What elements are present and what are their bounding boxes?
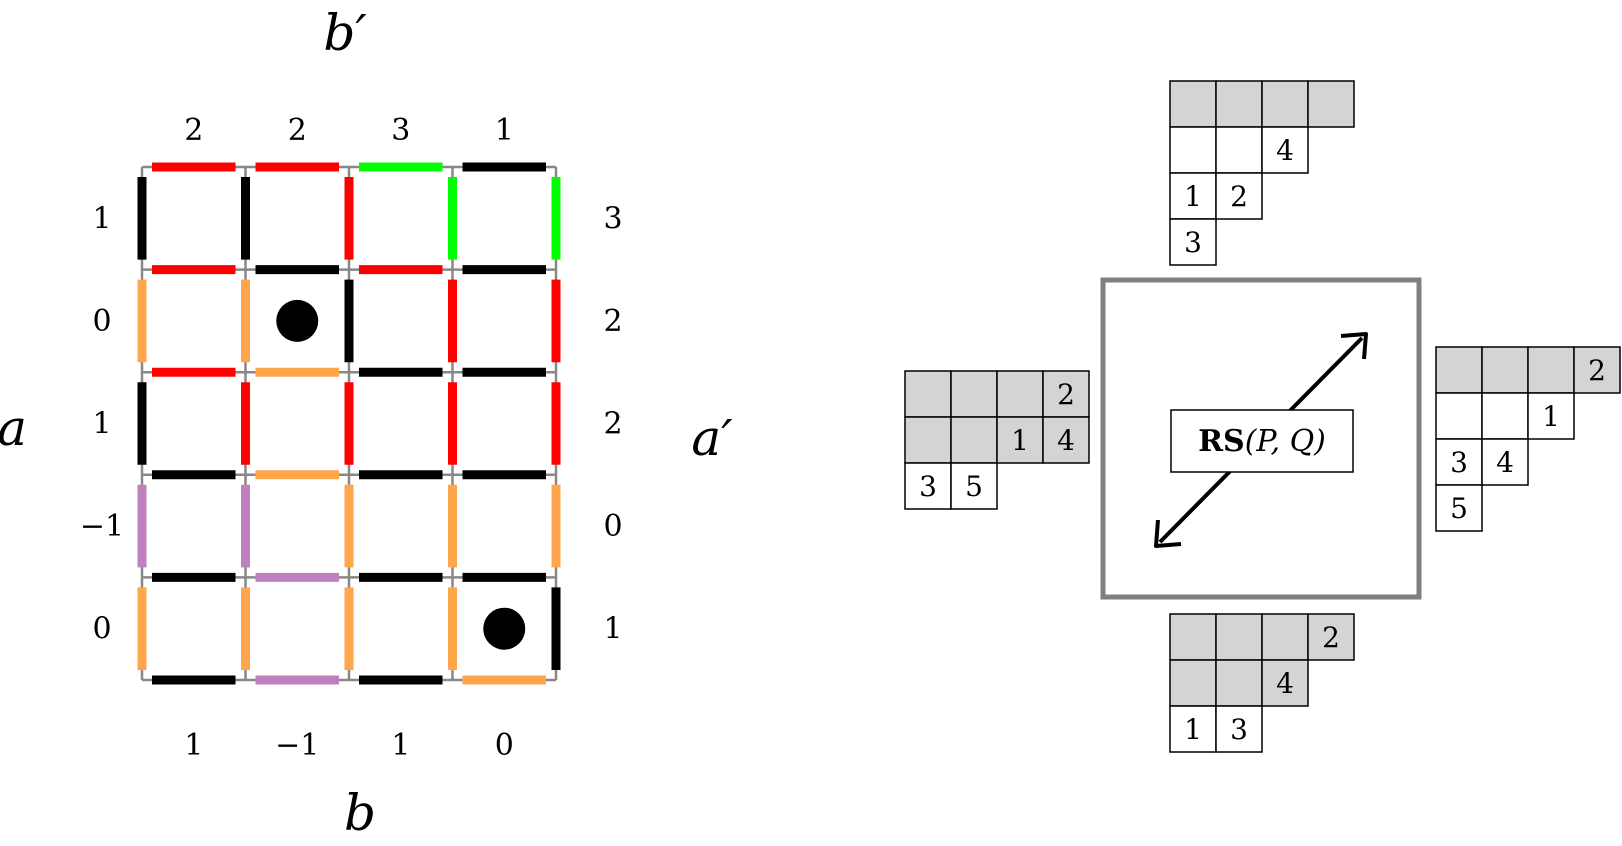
lattice-model: 2 2 3 1 1 −1 1 0 1 0 1 −1 0 3 2 2 0 1	[80, 113, 623, 763]
left-label: −1	[80, 509, 124, 544]
particle-dot	[276, 299, 319, 342]
tableau-cell	[1435, 392, 1483, 440]
tableau-cell	[1481, 392, 1529, 440]
cell-entry: 1	[1011, 424, 1029, 457]
rs-correspondence: RS(P, Q)	[1100, 277, 1422, 600]
bottom-label: −1	[275, 728, 319, 763]
shaded-cell	[1261, 659, 1309, 707]
top-label: 2	[184, 113, 203, 148]
tableau-cell	[1481, 438, 1529, 486]
cell-entry: 1	[1542, 400, 1560, 433]
rs-label-box	[1170, 409, 1354, 473]
shaded-cell	[1261, 80, 1309, 128]
shaded-cell	[1169, 659, 1217, 707]
right-label: 3	[603, 201, 622, 236]
shaded-cell	[1527, 346, 1575, 394]
cell-entry: 3	[1184, 226, 1202, 259]
shaded-cell	[1307, 80, 1355, 128]
axis-label-bottom: b	[344, 784, 376, 842]
cell-entry: 4	[1057, 424, 1075, 457]
shaded-cell	[950, 370, 998, 418]
cell-entry: 4	[1276, 134, 1294, 167]
shaded-cell	[996, 370, 1044, 418]
tableau-cell	[1169, 172, 1217, 220]
tableau-cell	[1215, 126, 1263, 174]
tableau-cell	[1169, 218, 1217, 266]
shaded-cell	[904, 416, 952, 464]
shaded-cell	[1169, 80, 1217, 128]
bottom-label: 0	[495, 728, 514, 763]
cell-entry: 5	[965, 470, 983, 503]
tableau-cell	[1435, 484, 1483, 532]
shaded-cell	[950, 416, 998, 464]
left-label: 0	[92, 612, 111, 647]
axis-label-top: b′	[323, 4, 367, 62]
lattice-labels: 2 2 3 1 1 −1 1 0 1 0 1 −1 0 3 2 2 0 1	[80, 113, 623, 763]
cell-entry: 3	[919, 470, 937, 503]
right-label: 2	[603, 407, 622, 442]
left-label: 0	[92, 304, 111, 339]
tableau-cell	[1215, 172, 1263, 220]
tableau-cell	[1261, 126, 1309, 174]
tableau-cell	[950, 462, 998, 510]
right-label: 0	[603, 509, 622, 544]
cell-entry: 3	[1230, 713, 1248, 746]
tableau-cell	[1169, 126, 1217, 174]
cell-entry: 5	[1450, 492, 1468, 525]
top-label: 3	[391, 113, 410, 148]
tableau-cell	[1215, 705, 1263, 753]
top-label: 1	[495, 113, 514, 148]
shaded-cell	[1481, 346, 1529, 394]
top-label: 2	[288, 113, 307, 148]
bottom-label: 1	[184, 728, 203, 763]
lattice-edges	[137, 162, 561, 685]
shaded-cell	[1042, 370, 1090, 418]
shaded-cell	[1435, 346, 1483, 394]
shaded-cell	[1573, 346, 1621, 394]
shaded-cell	[1215, 613, 1263, 661]
particle-dot	[483, 607, 526, 650]
left-label: 1	[92, 201, 111, 236]
left-label: 1	[92, 407, 111, 442]
cell-entry: 3	[1450, 446, 1468, 479]
cell-entry: 2	[1230, 180, 1248, 213]
cell-entry: 1	[1184, 180, 1202, 213]
shaded-cell	[1261, 613, 1309, 661]
bottom-label: 1	[391, 728, 410, 763]
right-label: 2	[603, 304, 622, 339]
shaded-cell	[1307, 613, 1355, 661]
shaded-cell	[1169, 613, 1217, 661]
cell-entry: 1	[1184, 713, 1202, 746]
rs-label: RS(P, Q)	[1198, 424, 1326, 459]
cell-entry: 2	[1322, 621, 1340, 654]
cell-entry: 2	[1057, 378, 1075, 411]
lattice-dots	[276, 299, 526, 650]
tableau-cell	[1527, 392, 1575, 440]
cell-entry: 4	[1496, 446, 1514, 479]
shaded-cell	[904, 370, 952, 418]
cell-entry: 2	[1588, 354, 1606, 387]
axis-label-right: a′	[691, 409, 733, 467]
shaded-cell	[1042, 416, 1090, 464]
rs-frame	[1100, 277, 1422, 600]
shaded-cell	[1215, 80, 1263, 128]
shaded-cell	[1215, 659, 1263, 707]
right-label: 1	[603, 612, 622, 647]
axis-label-left: a	[0, 399, 27, 457]
cell-entry: 4	[1276, 667, 1294, 700]
shaded-cell	[996, 416, 1044, 464]
